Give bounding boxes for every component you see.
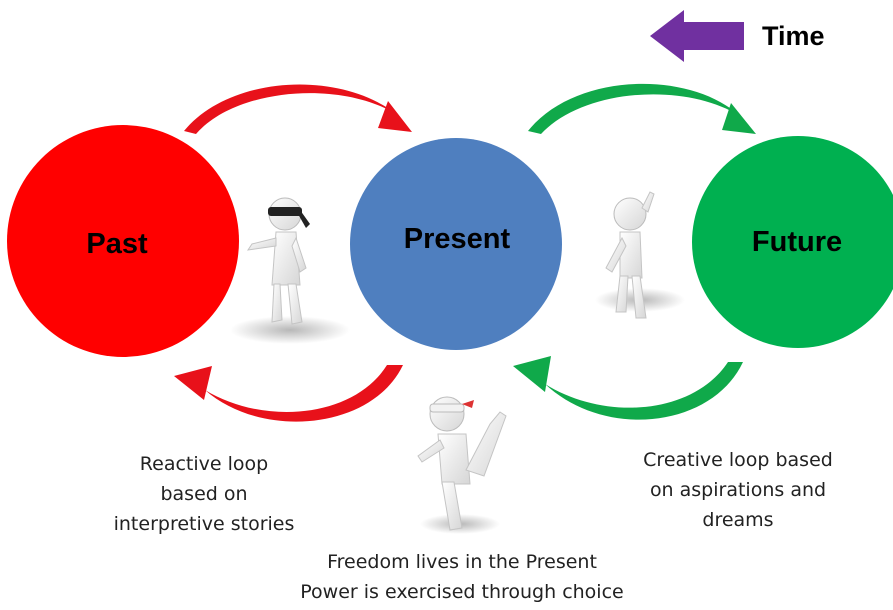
footer-caption: Freedom lives in the Present Power is ex…: [300, 551, 623, 603]
reactive-loop-top-arrow-icon: [184, 84, 412, 134]
present-circle: [350, 138, 562, 350]
creative-caption-line: dreams: [702, 509, 773, 531]
reactive-caption-line: based on: [160, 483, 247, 505]
future-circle: [692, 136, 893, 348]
future-label: Future: [752, 226, 842, 258]
past-circle: [7, 125, 239, 357]
blindfolded-figure-icon: [230, 197, 350, 344]
present-label: Present: [404, 223, 511, 255]
creative-caption-line: on aspirations and: [650, 479, 826, 501]
past-label: Past: [86, 228, 148, 260]
reactive-loop-bottom-arrow-icon: [174, 365, 403, 422]
time-label: Time: [762, 21, 825, 51]
reactive-caption-line: interpretive stories: [114, 513, 295, 535]
thinking-figure-icon: [595, 191, 685, 319]
creative-caption-line: Creative loop based: [643, 449, 833, 471]
creative-loop-bottom-arrow-icon: [513, 356, 743, 420]
reactive-loop-caption: Reactive loop based on interpretive stor…: [114, 453, 295, 535]
creative-loop-top-arrow-icon: [528, 83, 756, 134]
kicking-figure-icon: [417, 396, 507, 534]
reactive-caption-line: Reactive loop: [140, 453, 268, 475]
footer-line: Freedom lives in the Present: [327, 551, 597, 573]
time-arrow-icon: [650, 10, 744, 62]
creative-loop-caption: Creative loop based on aspirations and d…: [643, 449, 833, 531]
footer-line: Power is exercised through choice: [300, 581, 623, 603]
